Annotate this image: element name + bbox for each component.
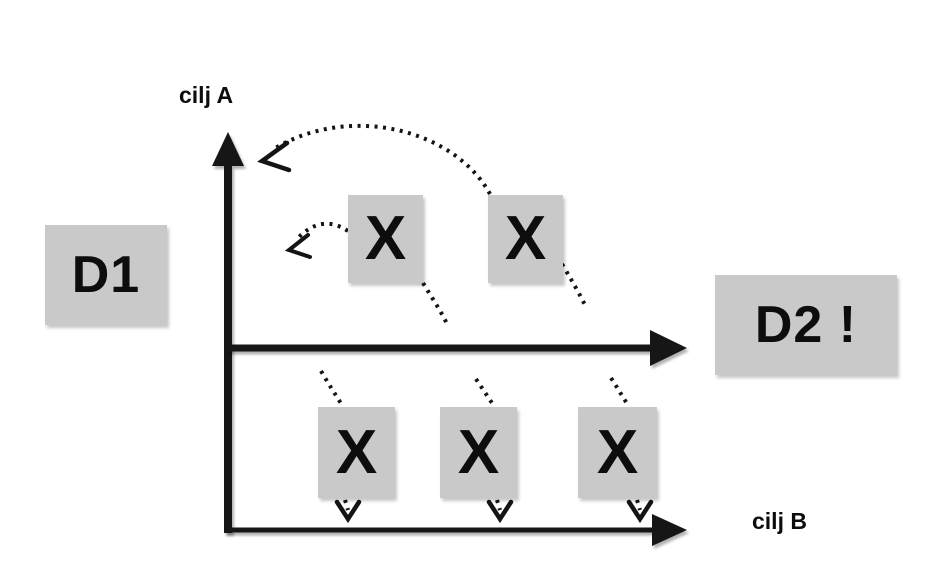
dotted-trail-top-x2 bbox=[560, 262, 588, 308]
d2-box: D2 ! bbox=[715, 275, 897, 375]
x-marker-label: X bbox=[504, 204, 547, 273]
curved-dotted-arrow-large bbox=[257, 123, 492, 195]
x-marker-label: X bbox=[364, 204, 407, 273]
mid-horizontal-axis bbox=[225, 330, 687, 366]
dotted-trail-bottom-x1 bbox=[319, 369, 344, 407]
curved-dotted-arrow-small bbox=[284, 221, 350, 259]
dotted-trail-bottom-x2 bbox=[474, 377, 496, 408]
bottom-x-box-3: X bbox=[578, 407, 657, 498]
down-arrow-bottom-x2 bbox=[486, 499, 514, 524]
x-marker-label: X bbox=[335, 417, 378, 487]
vertical-axis bbox=[212, 132, 244, 533]
bottom-x-box-2: X bbox=[440, 407, 517, 498]
x-marker-label: X bbox=[457, 417, 500, 487]
d1-box: D1 bbox=[45, 225, 167, 325]
top-x-box-2: X bbox=[488, 195, 563, 283]
dotted-trail-top-x1 bbox=[421, 281, 450, 327]
horizontal-axis-label: cilj B bbox=[752, 508, 807, 534]
d1-label: D1 bbox=[71, 246, 141, 304]
d2-label: D2 ! bbox=[754, 296, 858, 354]
down-arrow-bottom-x3 bbox=[626, 499, 654, 524]
top-x-box-1: X bbox=[348, 195, 423, 283]
dotted-trail-bottom-x3 bbox=[609, 376, 630, 407]
bottom-horizontal-axis bbox=[225, 514, 687, 546]
bottom-x-box-1: X bbox=[318, 407, 395, 498]
down-arrow-bottom-x1 bbox=[334, 499, 362, 524]
vertical-axis-label: cilj A bbox=[179, 82, 234, 108]
x-marker-label: X bbox=[596, 417, 639, 487]
